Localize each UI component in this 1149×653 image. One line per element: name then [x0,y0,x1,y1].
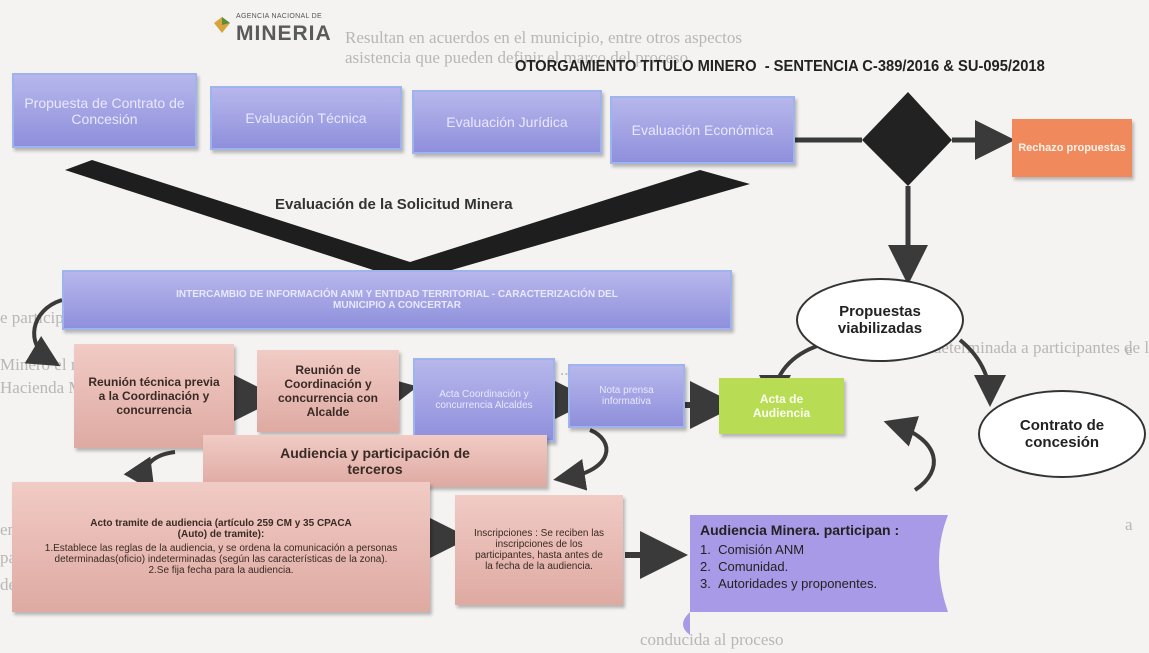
background-text: asistencia que pueden definir el marco d… [345,48,689,67]
background-text: Resultan en acuerdos en el municipio, en… [345,28,743,47]
acto-tramite-heading: Acto tramite de audiencia (artículo 259 … [90,518,352,540]
box-audiencia-minera: Audiencia Minera. participan : 1. Comisi… [700,522,940,612]
audiencia-minera-heading: Audiencia Minera. participan : [700,522,900,538]
logo-agency: AGENCIA NACIONAL DE [236,13,322,20]
box-intercambio: INTERCAMBIO DE INFORMACIÓN ANM Y ENTIDAD… [62,270,732,330]
oval-propuestas-viabilizadas: Propuestas viabilizadas [796,278,964,362]
oval-contrato-concesion: Contrato de concesión [978,390,1146,478]
box-evaluacion-tecnica: Evaluación Técnica [210,86,402,150]
audiencia-minera-item: 1. Comisión ANM [700,542,805,557]
evaluation-label: Evaluación de la Solicitud Minera [275,196,513,213]
acto-tramite-item2: 2.Se fija fecha para la audiencia. [148,565,294,576]
box-reunion-coordinacion: Reunión de Coordinación y concurrencia c… [257,350,399,432]
logo: AGENCIA NACIONAL DE MINERIA [214,13,344,47]
acto-tramite-item1: 1.Establece las reglas de la audiencia, … [44,543,398,565]
box-acta-coordinacion: Acta Coordinación y concurrencia Alcalde… [413,358,555,442]
funnel-shape [65,160,750,282]
box-audiencia-participacion: Audiencia y participación de terceros [203,435,547,487]
box-rechazo: Rechazo propuestas [1012,119,1132,177]
box-evaluacion-economica: Evaluación Económica [610,96,795,164]
logo-name: MINERIA [236,22,332,45]
audiencia-minera-item: 3. Autoridades y proponentes. [700,576,878,591]
box-acto-tramite: Acto tramite de audiencia (artículo 259 … [12,482,430,612]
box-acta-audiencia: Acta de Audiencia [719,378,844,434]
background-text: conducida al proceso [640,630,784,649]
box-inscripciones: Inscripciones : Se reciben las inscripci… [455,495,623,605]
box-nota-prensa: Nota prensa informativa [568,364,685,428]
box-evaluacion-juridica: Evaluación Jurídica [412,90,602,154]
background-text: a [1125,515,1133,534]
box-reunion-tecnica: Reunión técnica previa a la Coordinación… [74,344,234,448]
background-text: e [1125,340,1133,359]
background-text: e participa [0,308,72,327]
logo-icon [214,17,230,33]
audiencia-minera-shape [683,515,948,635]
page-title: OTORGAMIENTO TITULO MINERO - SENTENCIA C… [515,58,1045,75]
decision-diamond [862,92,952,186]
audiencia-minera-item: 2. Comunidad. [700,559,789,574]
box-propuesta-contrato: Propuesta de Contrato de Concesión [12,73,197,148]
